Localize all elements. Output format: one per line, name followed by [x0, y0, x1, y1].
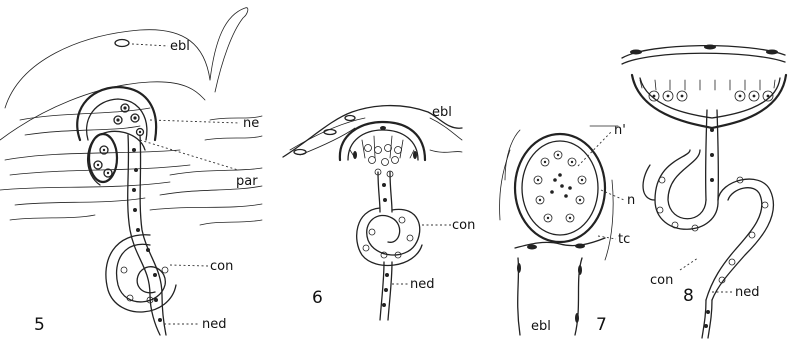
fig5-label-ebl: ebl: [170, 39, 190, 54]
fig7-label-tc: tc: [618, 232, 630, 247]
fig8-label-ned: ned: [735, 285, 760, 300]
fig7-number: 7: [596, 315, 607, 335]
fig7-label-n: n: [627, 193, 635, 208]
fig7-label-n-prime: n': [614, 123, 626, 138]
fig8-number: 8: [683, 286, 694, 306]
fig8-label-con: con: [650, 273, 673, 288]
fig6-number: 6: [312, 288, 323, 308]
figure-8: [622, 45, 786, 339]
fig6-label-ned: ned: [410, 277, 435, 292]
fig5-label-con: con: [210, 259, 233, 274]
fig5-number: 5: [34, 315, 45, 335]
fig5-label-par: par: [236, 174, 258, 189]
figure-5: [0, 8, 262, 335]
fig6-label-con: con: [452, 218, 475, 233]
fig7-label-ebl: ebl: [531, 319, 551, 334]
fig5-label-ned: ned: [202, 317, 227, 332]
fig5-label-ne: ne: [243, 116, 259, 131]
fig6-label-ebl: ebl: [432, 105, 452, 120]
figure-6: [283, 106, 462, 320]
figure-7: [500, 126, 624, 335]
